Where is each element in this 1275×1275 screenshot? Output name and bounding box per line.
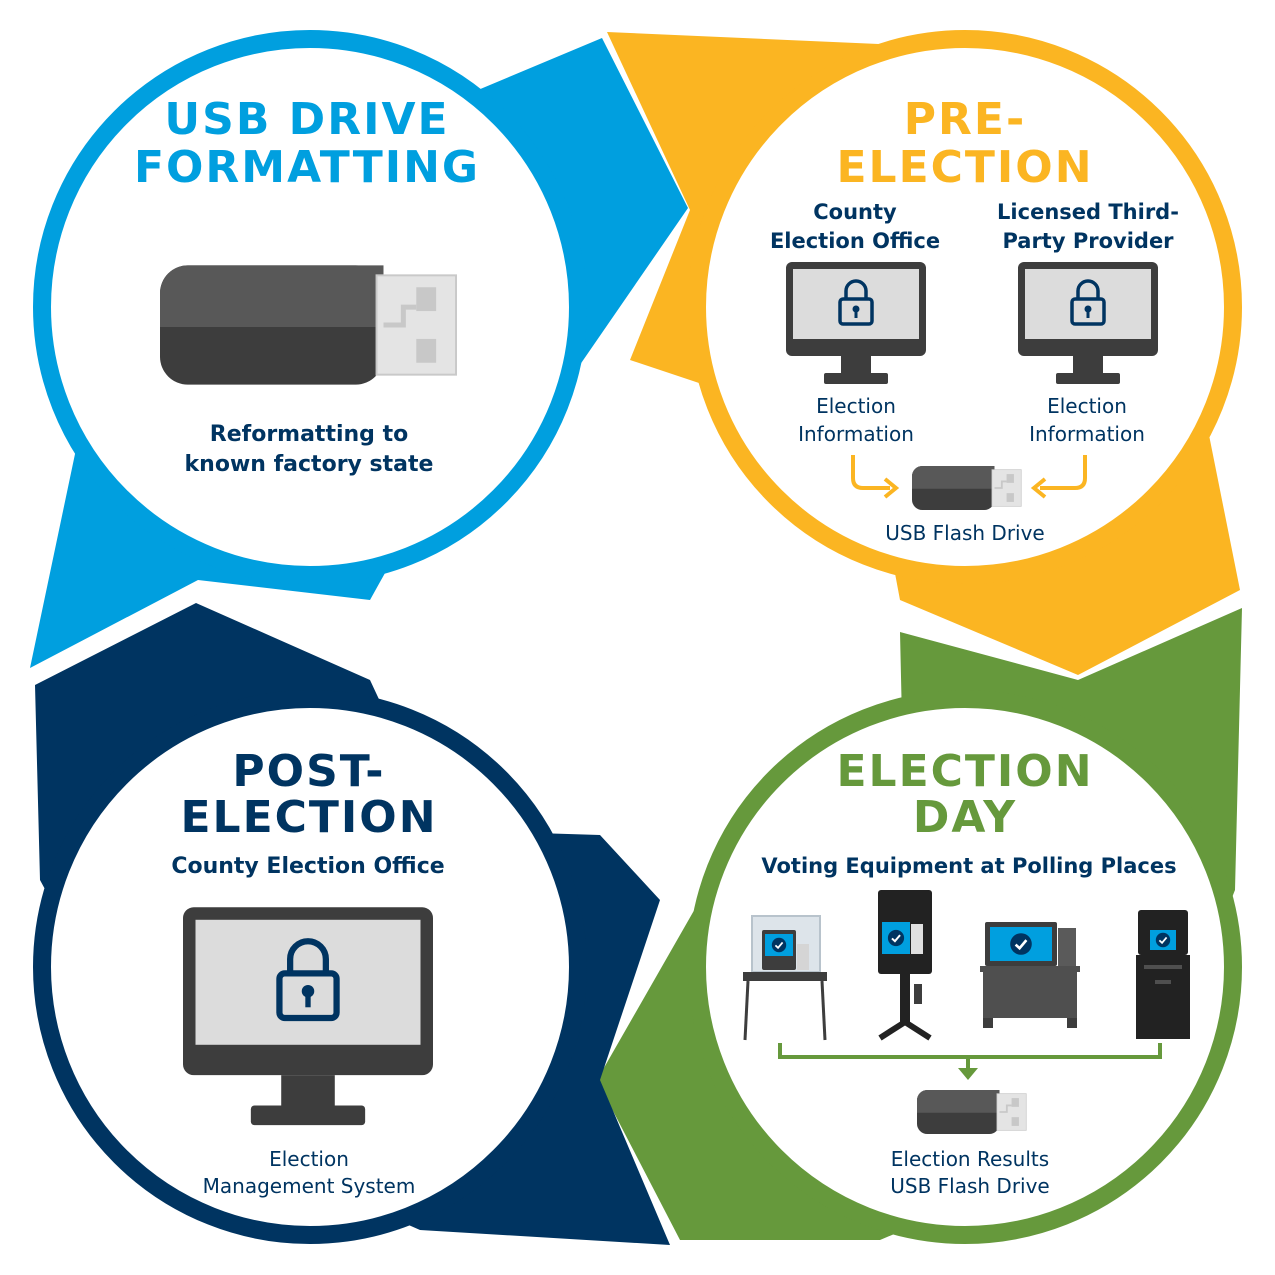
ballot-box-icon xyxy=(1136,910,1190,1039)
pre-election-title-line2: ELECTION xyxy=(836,142,1093,193)
post-election-title-line2: ELECTION xyxy=(180,792,437,843)
ballot-scanner-icon xyxy=(878,890,932,1041)
pre-election-info2-line1: Election xyxy=(1047,394,1127,418)
pre-election-source1-line1: County xyxy=(813,200,897,224)
pre-election-source2-line1: Licensed Third- xyxy=(997,200,1179,224)
voting-booth-icon xyxy=(743,915,827,1041)
usb-drive-icon xyxy=(160,265,456,384)
pre-election-source2-line2: Party Provider xyxy=(1002,229,1174,253)
post-election-caption-line2: Management System xyxy=(203,1174,416,1198)
pre-election-usb-icon xyxy=(912,466,1022,510)
election-day-title-line2: DAY xyxy=(913,792,1017,843)
pre-election-info2-line2: Information xyxy=(1029,422,1145,446)
usb-formatting-caption-line2: known factory state xyxy=(185,452,434,477)
post-election-caption-line1: Election xyxy=(269,1147,349,1171)
right-arrowhead-icon xyxy=(1030,477,1047,499)
results-arrowhead-icon xyxy=(958,1068,978,1080)
pre-election-info1-line2: Information xyxy=(798,422,914,446)
post-election-title-line1: POST- xyxy=(232,746,385,797)
election-day-subtitle: Voting Equipment at Polling Places xyxy=(761,854,1176,878)
pre-election-source1-line2: Election Office xyxy=(770,229,940,253)
pre-election-circle xyxy=(688,30,1242,584)
post-election-subtitle: County Election Office xyxy=(171,854,444,879)
usb-formatting-title-line2: FORMATTING xyxy=(134,142,480,193)
left-arrowhead-icon xyxy=(883,477,900,499)
election-day-result-line2: USB Flash Drive xyxy=(890,1174,1050,1198)
pre-election-title-line1: PRE- xyxy=(904,94,1026,145)
left-arrow-icon xyxy=(851,455,890,490)
usb-formatting-title-line1: USB DRIVE xyxy=(164,94,449,145)
election-day-title-line1: ELECTION xyxy=(836,746,1093,797)
voting-machine-icon xyxy=(980,922,1080,1028)
right-arrow-icon xyxy=(1040,455,1087,490)
results-usb-icon xyxy=(917,1090,1027,1134)
pre-election-info1-line1: Election xyxy=(816,394,896,418)
election-day-result-line1: Election Results xyxy=(891,1147,1049,1171)
election-day-circle xyxy=(688,690,1242,1244)
usb-formatting-caption-line1: Reformatting to xyxy=(210,422,408,447)
pre-election-usb-label: USB Flash Drive xyxy=(885,521,1045,545)
